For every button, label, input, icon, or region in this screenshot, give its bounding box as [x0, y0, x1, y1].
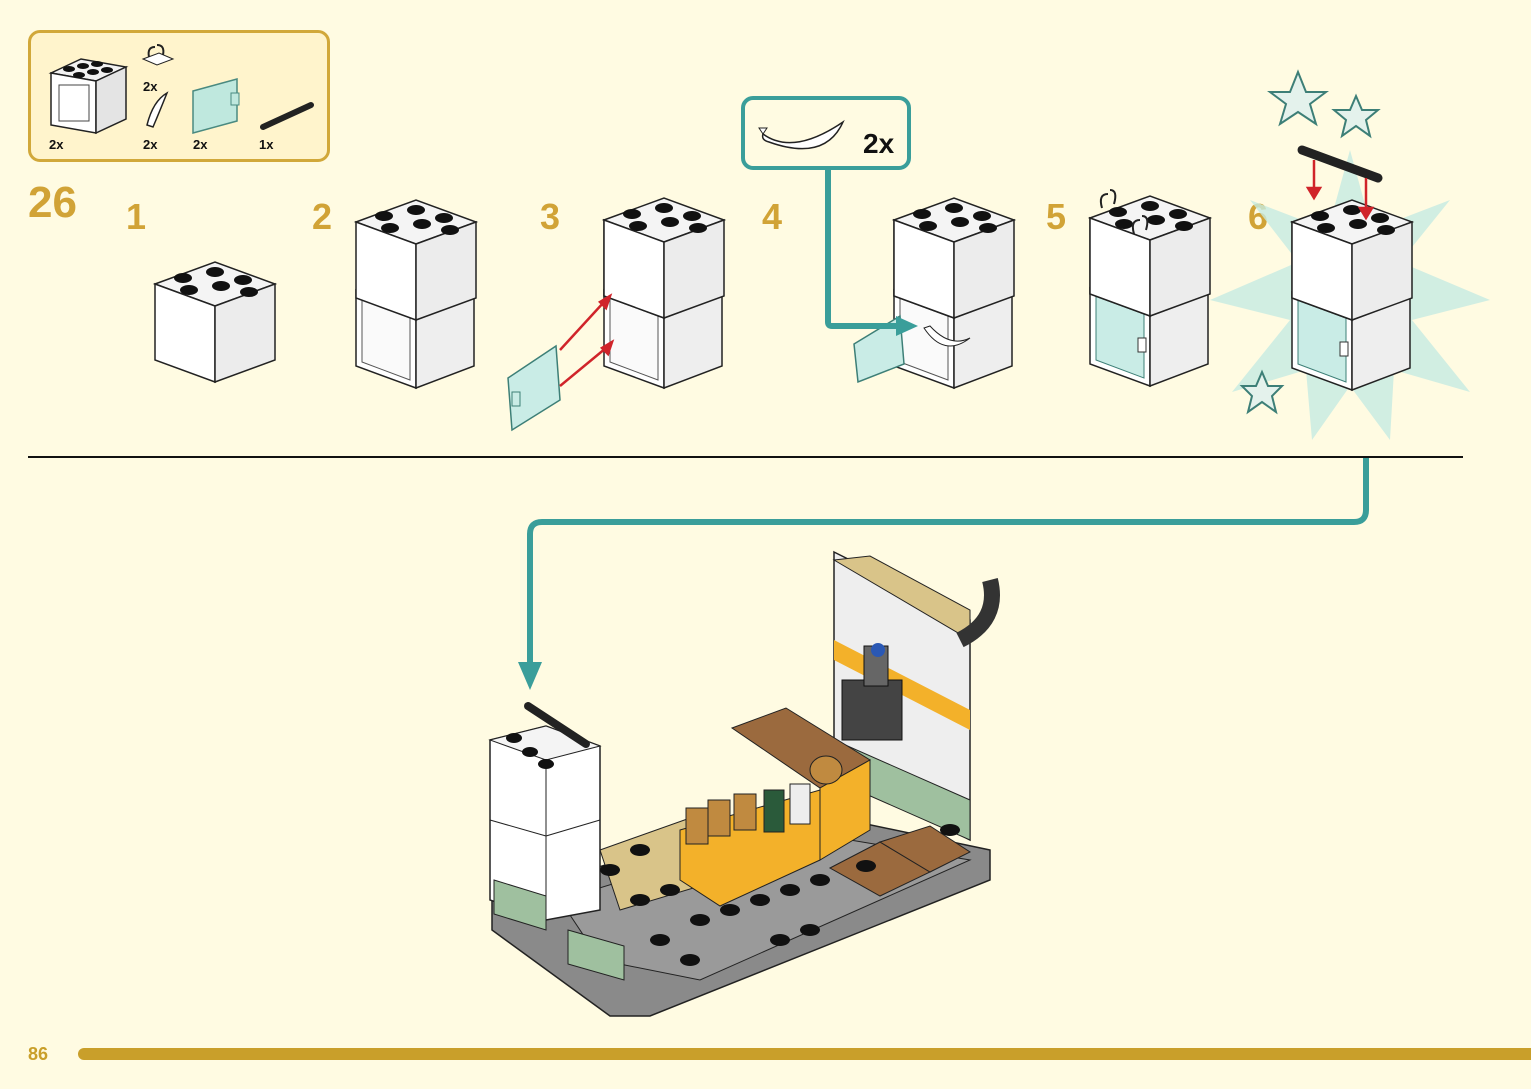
section-divider	[28, 456, 1463, 458]
glass-door-qty: 2x	[193, 137, 208, 152]
connector-line	[527, 458, 1369, 664]
step6-assembly	[1291, 199, 1413, 391]
glass-door-part-icon	[192, 78, 240, 134]
substep-1-label: 1	[126, 196, 147, 237]
step1-assembly	[154, 261, 276, 383]
bar-step6	[1297, 145, 1383, 183]
substep-3-label: 3	[540, 196, 561, 237]
substep-2-label: 2	[312, 196, 333, 237]
parts-list-box: 2x 2x 2x 2x 1x	[28, 30, 330, 162]
substep-5-label: 5	[1046, 196, 1067, 237]
banana-part-icon	[146, 91, 169, 128]
page-number: 86	[28, 1044, 49, 1064]
step5-assembly	[1089, 189, 1211, 387]
cupboard-qty: 2x	[49, 137, 64, 152]
callout-box: 2x	[741, 96, 911, 170]
step3-assembly	[603, 197, 725, 389]
parts-illustrations	[48, 44, 314, 135]
main-model	[488, 550, 1000, 1017]
red-arrows-step3	[559, 293, 615, 387]
bar-qty: 1x	[259, 137, 274, 152]
cupboard-part-icon	[48, 58, 129, 135]
callout-leader-arrowhead	[896, 316, 918, 336]
connector-arrowhead	[518, 662, 542, 690]
callout-leader-line	[825, 170, 900, 329]
clip-part-icon	[141, 44, 175, 66]
star-icon	[1239, 69, 1381, 415]
page-footer-bar	[78, 1048, 1531, 1060]
banana-qty: 2x	[143, 137, 158, 152]
banana-icon	[758, 119, 845, 150]
step4-assembly	[893, 197, 1015, 389]
substep-4-label: 4	[762, 196, 783, 237]
step2-assembly	[355, 199, 477, 389]
clip-qty: 2x	[143, 79, 158, 94]
bar-part-icon	[260, 102, 314, 130]
glass-door-step3	[507, 344, 561, 432]
red-arrows-step6	[1305, 160, 1375, 221]
step-number: 26	[28, 178, 77, 227]
callout-qty: 2x	[863, 128, 895, 159]
